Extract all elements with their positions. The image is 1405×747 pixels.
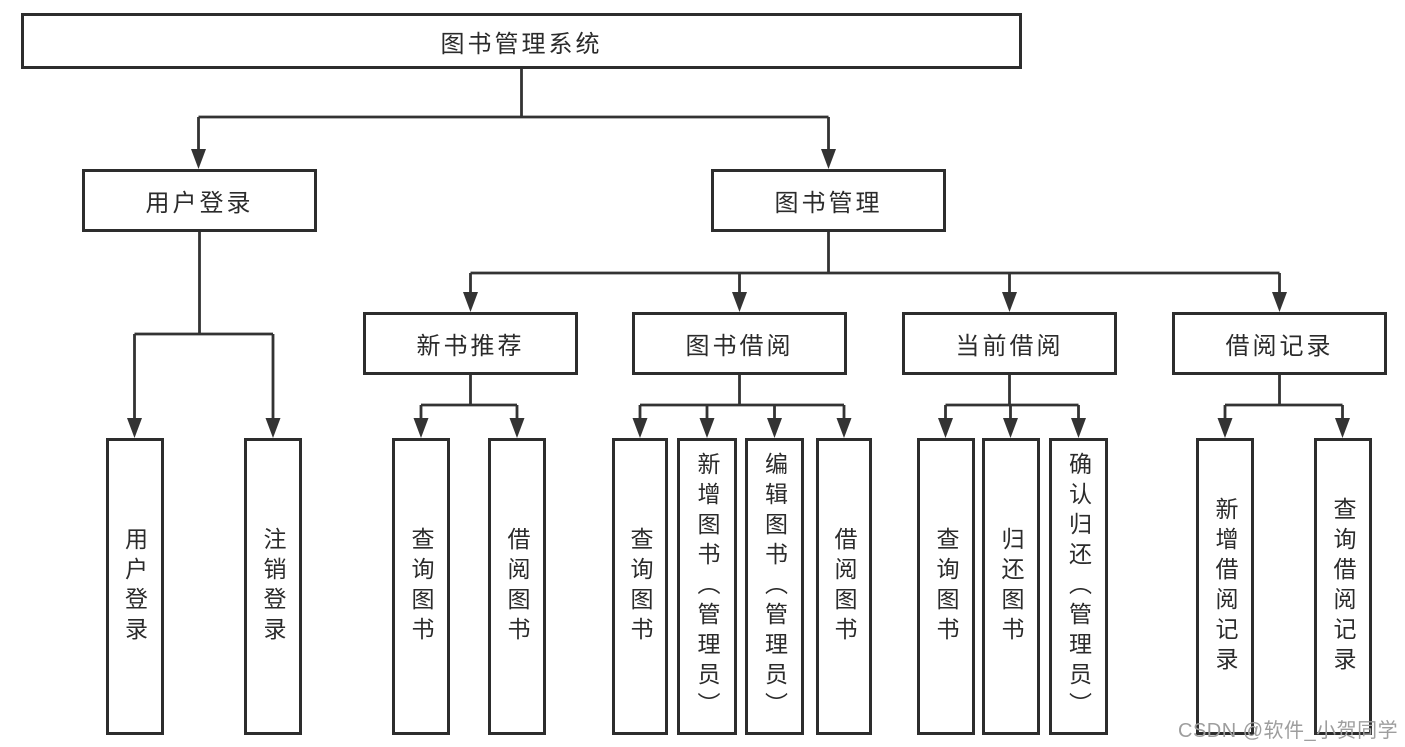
node-label: 借阅图书 (831, 526, 857, 647)
node-user-login: 用户登录 (82, 169, 317, 232)
arrow-down-icon (836, 418, 852, 438)
arrow-down-icon (1335, 418, 1350, 438)
watermark-text: CSDN @软件_小贺同学 (1178, 720, 1399, 742)
arrow-down-icon (191, 149, 206, 169)
node-borrowing-records: 借阅记录 (1172, 312, 1387, 375)
node-label: 新增图书（管理员） (694, 451, 720, 722)
arrow-down-icon (732, 292, 747, 312)
node-current-borrowing: 当前借阅 (902, 312, 1117, 375)
node-label: 归还图书 (998, 526, 1024, 647)
arrow-down-icon (1071, 418, 1086, 438)
arrow-down-icon (632, 418, 648, 438)
node-add-borrow-record: 新增借阅记录 (1196, 438, 1254, 735)
node-logout: 注销登录 (244, 438, 302, 735)
arrow-down-icon (1002, 292, 1017, 312)
node-label: 确认归还（管理员） (1065, 451, 1092, 722)
node-return-books: 归还图书 (982, 438, 1040, 735)
arrow-down-icon (1003, 418, 1018, 438)
node-add-book-admin: 新增图书（管理员） (677, 438, 737, 735)
node-query-books-3: 查询图书 (917, 438, 975, 735)
node-label: 编辑图书（管理员） (761, 451, 788, 722)
connector-lines (133, 69, 1344, 420)
arrow-down-icon (509, 418, 525, 438)
arrow-down-icon (1272, 292, 1287, 312)
node-label: 借阅图书 (504, 526, 530, 647)
arrow-down-icon (463, 292, 478, 312)
node-label: 查询图书 (933, 526, 959, 647)
node-user-login-leaf: 用户登录 (105, 438, 164, 735)
arrow-down-icon (265, 418, 281, 438)
arrow-down-icon (938, 418, 953, 438)
node-query-books-1: 查询图书 (392, 438, 450, 735)
node-book-management: 图书管理 (711, 169, 946, 232)
node-label: 查询图书 (627, 526, 653, 647)
node-label: 当前借阅 (955, 333, 1064, 360)
node-label: 图书管理系统 (440, 30, 603, 58)
arrowheads (127, 149, 1350, 438)
node-label: 图书借阅 (685, 333, 794, 360)
arrow-down-icon (413, 418, 429, 438)
node-new-book-recommendation: 新书推荐 (363, 312, 578, 375)
node-query-borrow-record: 查询借阅记录 (1314, 438, 1372, 735)
arrow-down-icon (1217, 418, 1233, 438)
node-label: 用户登录 (121, 526, 148, 647)
node-query-books-2: 查询图书 (612, 438, 668, 735)
node-borrow-books-1: 借阅图书 (488, 438, 546, 735)
arrow-down-icon (767, 418, 782, 438)
node-label: 图书管理 (774, 190, 883, 217)
arrow-down-icon (821, 149, 836, 169)
node-label: 查询图书 (408, 526, 434, 647)
node-label: 借阅记录 (1225, 333, 1334, 360)
node-label: 查询借阅记录 (1330, 496, 1356, 677)
node-label: 注销登录 (260, 526, 286, 647)
node-confirm-return-admin: 确认归还（管理员） (1049, 438, 1108, 735)
node-book-borrowing: 图书借阅 (632, 312, 847, 375)
node-label: 用户登录 (145, 190, 254, 217)
arrow-down-icon (127, 418, 142, 438)
node-library-management-system: 图书管理系统 (21, 13, 1022, 69)
node-edit-book-admin: 编辑图书（管理员） (745, 438, 804, 735)
node-borrow-books-2: 借阅图书 (816, 438, 872, 735)
node-label: 新增借阅记录 (1212, 496, 1238, 677)
node-label: 新书推荐 (416, 333, 525, 360)
arrow-down-icon (699, 418, 715, 438)
